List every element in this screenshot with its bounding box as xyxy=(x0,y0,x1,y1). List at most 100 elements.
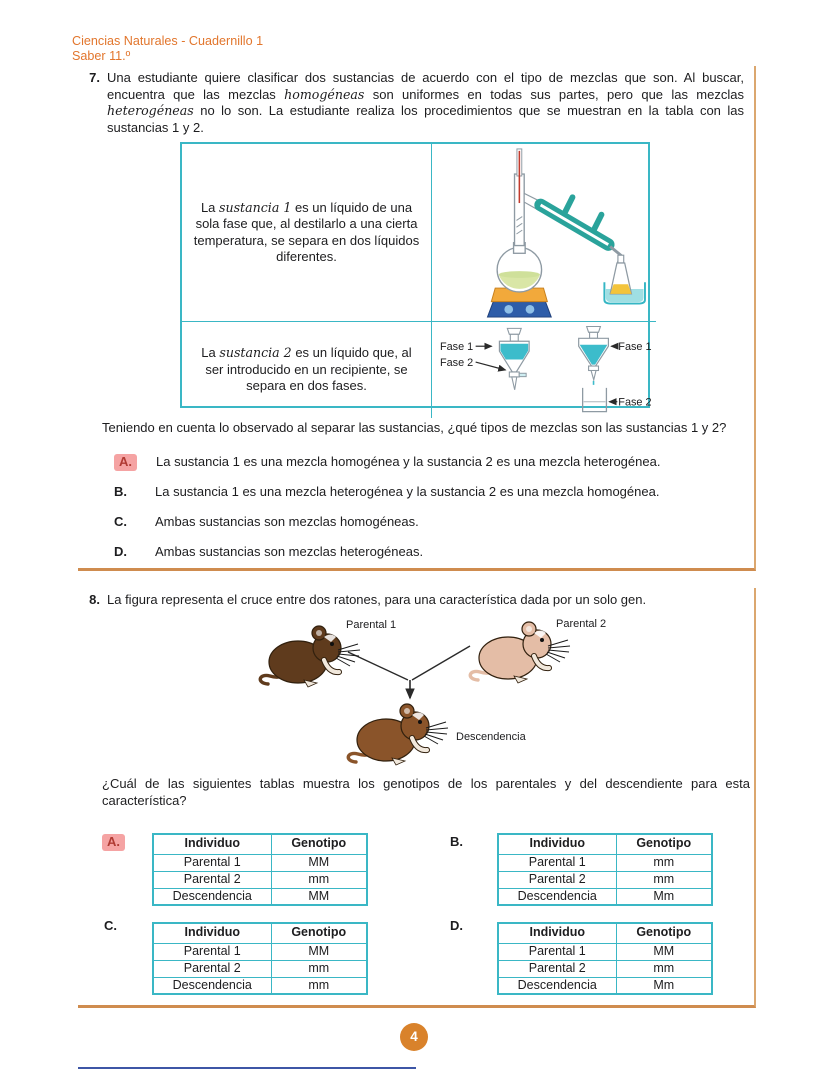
cell-part: La xyxy=(200,199,220,215)
header-test-name: Saber 11.º xyxy=(72,49,131,64)
descendencia-label: Descendencia xyxy=(456,731,527,743)
substance-1-figure-cell xyxy=(432,144,656,322)
mouse-descendencia xyxy=(348,704,448,765)
cross-line-right xyxy=(411,645,471,681)
answer-letter-b: B. xyxy=(450,834,463,849)
hot-plate-knob xyxy=(525,304,535,314)
footer-blue-line xyxy=(78,1067,416,1069)
intro-italic: heterogéneas xyxy=(107,103,194,118)
fase-1-label: Fase 1 xyxy=(618,341,651,353)
cell-genotipo: Mm xyxy=(615,887,713,906)
cell-genotipo: mm xyxy=(270,870,368,889)
intro-part: son uniformes en todas sus partes, pero … xyxy=(364,86,744,102)
mouse-parental-1 xyxy=(260,626,360,687)
answer-letter-c: C. xyxy=(104,918,117,933)
flask-liquid xyxy=(498,274,541,289)
receiving-flask-neck xyxy=(617,254,625,264)
option-row-d: D. Ambas sustancias son mezclas heterogé… xyxy=(114,544,744,561)
cell-genotipo: Mm xyxy=(615,976,713,995)
question-7-block: 7. Una estudiante quiere clasificar dos … xyxy=(78,66,756,571)
option-text-d: Ambas sustancias son mezclas heterogénea… xyxy=(155,544,424,559)
cell-genotipo: mm xyxy=(270,976,368,995)
option-row-a: A. La sustancia 1 es una mezcla homogéne… xyxy=(114,454,744,471)
question-8-intro-text: La figura representa el cruce entre dos … xyxy=(107,592,647,607)
cell-part: es un líquido que, al ser introducido en… xyxy=(205,345,412,394)
cell-genotipo: mm xyxy=(615,870,713,889)
page-number-badge: 4 xyxy=(400,1023,428,1051)
separating-funnel-right xyxy=(578,326,609,413)
option-text-b: La sustancia 1 es una mezcla heterogénea… xyxy=(155,484,660,499)
cell-italic: sustancia 2 xyxy=(219,345,292,361)
hot-plate-base xyxy=(486,300,552,318)
parental-2-label: Parental 2 xyxy=(556,618,606,630)
distillate-liquid xyxy=(610,283,632,294)
fase-2-arrow xyxy=(475,361,507,372)
cell-italic: sustancia 1 xyxy=(219,199,292,215)
intro-part: no lo son. La estudiante realiza los pro… xyxy=(107,103,744,135)
stopcock xyxy=(588,365,600,372)
intro-part: Una estudiante quiere clasificar dos sus… xyxy=(107,70,744,102)
parental-1-label: Parental 1 xyxy=(346,619,396,631)
fase-2-label: Fase 2 xyxy=(618,397,651,409)
cell-individuo: Descendencia xyxy=(152,976,272,995)
cell-individuo: Descendencia xyxy=(497,887,617,906)
cell-genotipo: mm xyxy=(615,959,713,978)
cell-individuo: Parental 1 xyxy=(152,853,272,872)
question-7-number: 7. xyxy=(89,70,100,85)
table-header-genotipo: Genotipo xyxy=(615,833,713,855)
cell-individuo: Parental 2 xyxy=(497,959,617,978)
cell-individuo: Parental 2 xyxy=(152,870,272,889)
hot-plate-knob xyxy=(504,304,514,314)
condenser-water-port xyxy=(590,211,605,233)
substance-1-text-cell: La sustancia 1 es un líquido de una sola… xyxy=(182,144,432,322)
fase-1-liquid xyxy=(579,344,608,365)
option-row-c: C. Ambas sustancias son mezclas homogéne… xyxy=(114,514,744,531)
option-text-a: La sustancia 1 es una mezcla homogénea y… xyxy=(156,454,661,469)
cell-genotipo: MM xyxy=(270,887,368,906)
stopcock xyxy=(508,371,520,378)
table-header-individuo: Individuo xyxy=(152,922,272,944)
substance-2-text-cell: La sustancia 2 es un líquido que, al ser… xyxy=(182,322,432,418)
question-8-intro: 8. La figura representa el cruce entre d… xyxy=(78,588,754,609)
cell-individuo: Descendencia xyxy=(152,887,272,906)
substances-table: La sustancia 1 es un líquido de una sola… xyxy=(180,142,656,418)
option-letter-d: D. xyxy=(114,544,127,559)
question-7-intro-text: Una estudiante quiere clasificar dos sus… xyxy=(107,70,744,136)
condenser-inner-tube xyxy=(539,203,609,246)
cell-individuo: Descendencia xyxy=(497,976,617,995)
question-8-prompt: ¿Cuál de las siguientes tablas muestra l… xyxy=(102,776,750,808)
option-text-c: Ambas sustancias son mezclas homogéneas. xyxy=(155,514,419,529)
cell-genotipo: MM xyxy=(615,942,713,961)
cell-genotipo: MM xyxy=(270,942,368,961)
table-header-genotipo: Genotipo xyxy=(270,833,368,855)
table-header-individuo: Individuo xyxy=(152,833,272,855)
cell-individuo: Parental 1 xyxy=(497,942,617,961)
water-bath-dish xyxy=(603,281,646,305)
cell-genotipo: MM xyxy=(270,853,368,872)
drain-tube xyxy=(511,376,518,390)
answer-letter-a: A. xyxy=(102,834,125,851)
distillation-figure xyxy=(486,147,646,318)
funnels-figure: Fase 1 Fase 2 Fase 1 Fa xyxy=(440,326,652,413)
question-8-number: 8. xyxy=(89,592,100,607)
option-row-b: B. La sustancia 1 es una mezcla heterogé… xyxy=(114,484,744,501)
option-letter-b: B. xyxy=(114,484,127,499)
column-marks xyxy=(516,215,523,234)
cell-genotipo: mm xyxy=(615,853,713,872)
drain-tube xyxy=(590,369,597,383)
cell-individuo: Parental 2 xyxy=(497,870,617,889)
table-header-genotipo: Genotipo xyxy=(270,922,368,944)
